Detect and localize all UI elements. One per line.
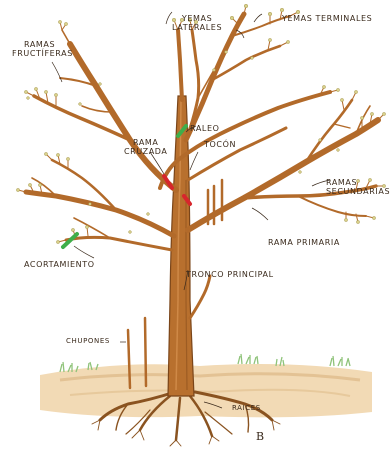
label-rama-primaria-line1: RAMA PRIMARIA (268, 238, 340, 247)
label-rama-cruzada: RAMA CRUZADA (124, 138, 168, 156)
label-yemas-laterales-line2: LATERALES (172, 23, 222, 32)
label-raices-line1: RAICES (232, 404, 261, 413)
label-ramas-fructiferas-line1: RAMAS (12, 40, 73, 49)
label-acortamiento: ACORTAMIENTO (24, 260, 95, 269)
label-tronco-principal-line1: TRONCO PRINCIPAL (186, 270, 274, 279)
label-rama-primaria: RAMA PRIMARIA (268, 238, 340, 247)
label-ramas-secundarias-line1: RAMAS (326, 178, 390, 187)
soil (40, 364, 372, 417)
label-ramas-secundarias-line2: SECUNDARIAS (326, 187, 390, 196)
label-raleo-line1: RALEO (190, 124, 220, 133)
trunk (168, 96, 194, 396)
label-yemas-laterales: YEMAS LATERALES (172, 14, 222, 32)
label-ramas-fructiferas: RAMAS FRUCTÍFERAS (12, 40, 73, 58)
label-tocon-line1: TOCÓN (204, 140, 236, 149)
label-raleo: RALEO (190, 124, 220, 133)
label-ramas-fructiferas-line2: FRUCTÍFERAS (12, 49, 73, 58)
label-tocon: TOCÓN (204, 140, 236, 149)
label-yemas-laterales-line1: YEMAS (172, 14, 222, 23)
label-yemas-terminales-line1: YEMAS TERMINALES (282, 14, 372, 23)
label-chupones: CHUPONES (66, 337, 110, 346)
label-acortamiento-line1: ACORTAMIENTO (24, 260, 95, 269)
signature-mark: B (256, 430, 264, 443)
label-chupones-line1: CHUPONES (66, 337, 110, 346)
label-yemas-terminales: YEMAS TERMINALES (282, 14, 372, 23)
label-rama-cruzada-line1: RAMA (124, 138, 168, 147)
label-ramas-secundarias: RAMAS SECUNDARIAS (326, 178, 390, 196)
label-rama-cruzada-line2: CRUZADA (124, 147, 168, 156)
label-tronco-principal: TRONCO PRINCIPAL (186, 270, 274, 279)
signature: B (256, 430, 264, 443)
label-raices: RAICES (232, 404, 261, 413)
